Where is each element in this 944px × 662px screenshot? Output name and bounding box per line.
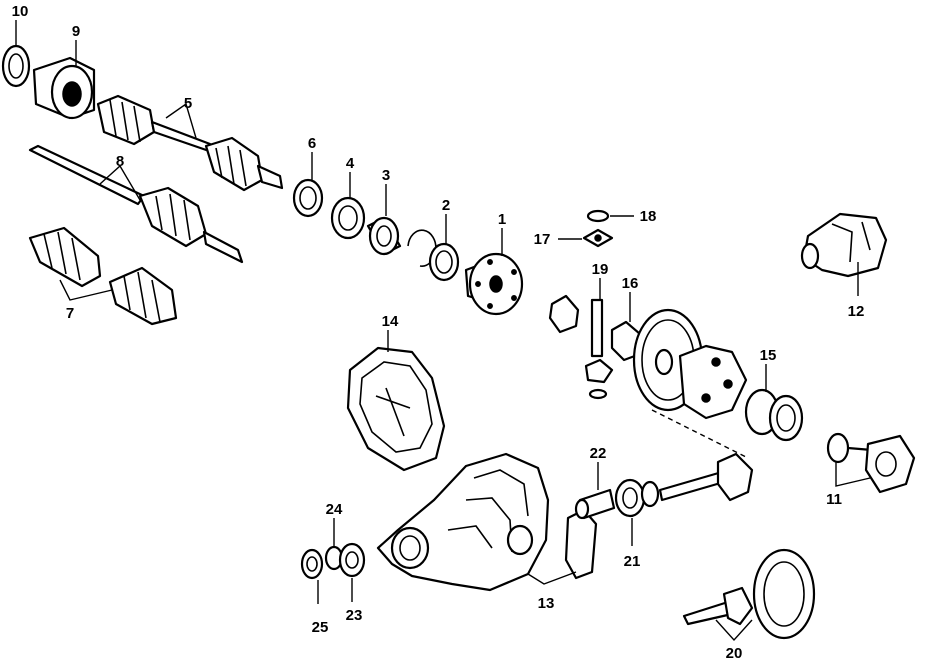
part-10-seal bbox=[1, 44, 31, 88]
part-8-axle-shaft bbox=[28, 144, 244, 264]
callout-22: 22 bbox=[590, 445, 607, 462]
callout-1: 1 bbox=[498, 211, 506, 228]
leader-13 bbox=[527, 571, 577, 585]
part-12-carrier-assembly bbox=[800, 212, 888, 278]
pinion-gears bbox=[548, 294, 614, 400]
callout-12: 12 bbox=[848, 303, 865, 320]
callout-3: 3 bbox=[382, 167, 390, 184]
callout-9: 9 bbox=[72, 23, 80, 40]
part-7-boots bbox=[28, 226, 178, 326]
callout-6: 6 bbox=[308, 135, 316, 152]
part-17-side-gear bbox=[582, 228, 614, 248]
part-23-seal bbox=[338, 542, 366, 578]
callout-24: 24 bbox=[326, 501, 343, 518]
part-22-spacer bbox=[574, 488, 616, 520]
callout-15: 15 bbox=[760, 347, 777, 364]
part-19-pinion-shaft bbox=[590, 298, 604, 358]
part-21-pinion-bearing bbox=[614, 478, 660, 518]
leader-20 bbox=[715, 619, 753, 642]
ring-gear-diff-case bbox=[632, 308, 748, 420]
callout-4: 4 bbox=[346, 155, 355, 172]
callout-11: 11 bbox=[826, 491, 842, 508]
leader-11 bbox=[835, 462, 871, 487]
part-13-diff-housing bbox=[376, 452, 598, 592]
part-15-bearing bbox=[744, 388, 804, 442]
callout-17: 17 bbox=[534, 231, 551, 248]
callout-7: 7 bbox=[66, 305, 74, 322]
snap-ring bbox=[407, 229, 437, 267]
part-4-bearing bbox=[330, 196, 366, 240]
leader-8 bbox=[99, 164, 141, 201]
part-2-bearing bbox=[428, 242, 460, 282]
callout-8: 8 bbox=[116, 153, 124, 170]
assembly-guide-line bbox=[651, 409, 749, 459]
callout-5: 5 bbox=[184, 95, 192, 112]
callout-20: 20 bbox=[726, 645, 743, 662]
drive-pinion bbox=[658, 452, 754, 502]
callout-18: 18 bbox=[640, 208, 657, 225]
part-11-side-flange bbox=[826, 432, 916, 494]
part-25-flange bbox=[300, 548, 324, 580]
leader-7 bbox=[59, 279, 113, 301]
callout-19: 19 bbox=[592, 261, 609, 278]
callout-23: 23 bbox=[346, 607, 363, 624]
callout-16: 16 bbox=[622, 275, 639, 292]
part-18-washer bbox=[586, 209, 610, 223]
part-3-collar bbox=[366, 216, 402, 256]
callout-13: 13 bbox=[538, 595, 555, 612]
leader-5 bbox=[165, 102, 197, 139]
part-1-hub-flange bbox=[464, 252, 524, 316]
callout-25: 25 bbox=[312, 619, 329, 636]
part-5-half-shaft bbox=[96, 94, 284, 192]
callout-21: 21 bbox=[624, 553, 641, 570]
part-6-seal bbox=[292, 178, 324, 218]
part-9-cv-housing bbox=[32, 56, 96, 120]
callout-2: 2 bbox=[442, 197, 450, 214]
callout-10: 10 bbox=[12, 3, 29, 20]
part-14-cover bbox=[346, 346, 446, 472]
callout-14: 14 bbox=[382, 313, 399, 330]
part-20-ring-and-pinion bbox=[682, 548, 816, 640]
